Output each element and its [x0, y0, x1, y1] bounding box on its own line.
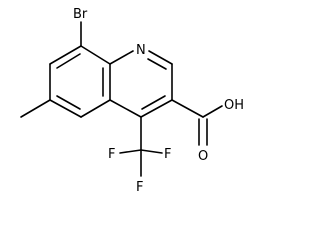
bond-n1-c2-inner — [147, 58, 167, 70]
bond-c3-carboxyl — [171, 99, 204, 118]
bond-c3-c4 — [140, 99, 173, 118]
bond-c7-c8 — [49, 45, 82, 65]
atom-fluorine-right: F — [164, 147, 171, 162]
bond-c7-c8-inner — [56, 53, 81, 69]
atom-carbonyl-oxygen: O — [198, 149, 208, 164]
bond-c5-c6-inner — [56, 95, 81, 110]
bond-cf3-f-left — [119, 149, 142, 154]
bond-c3-c4-inner — [141, 95, 166, 110]
bond-c4-c4a — [109, 99, 142, 118]
atom-hydroxyl: OH — [224, 98, 244, 113]
atom-bromine: Br — [73, 7, 88, 22]
bond-c8a-n1 — [109, 50, 134, 65]
atom-fluorine-left: F — [108, 147, 115, 162]
molecule-structure: Br N OH O F F F — [20, 7, 244, 195]
bond-c6-methyl — [20, 99, 51, 118]
atom-fluorine-bottom: F — [136, 180, 143, 195]
bond-c5-c6 — [49, 99, 82, 118]
bond-cf3-f-right — [140, 149, 163, 154]
atom-ring-nitrogen: N — [136, 43, 146, 58]
bond-c4a-c5 — [80, 99, 111, 118]
bond-carboxyl-oh — [202, 105, 223, 118]
bond-n1-c2 — [148, 50, 173, 65]
bond-c8-c8a — [80, 45, 111, 65]
